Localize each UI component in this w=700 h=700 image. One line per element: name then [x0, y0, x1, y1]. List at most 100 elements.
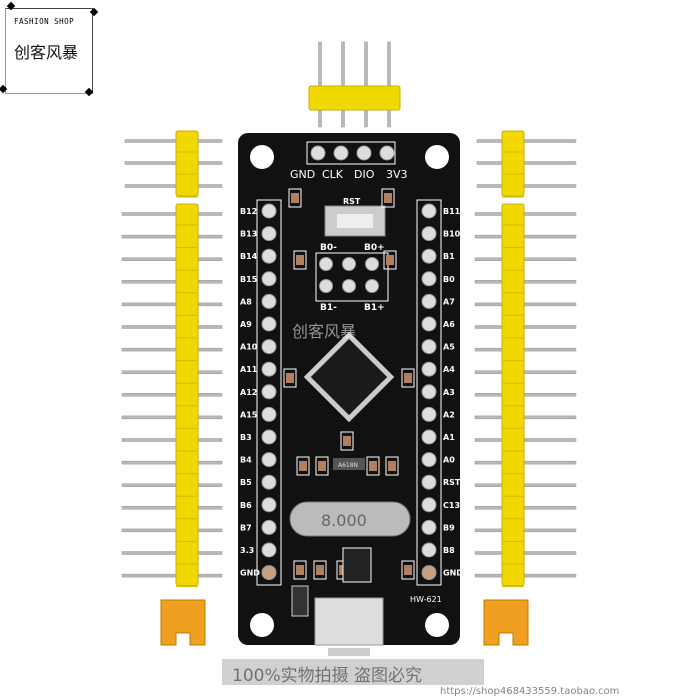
- smd-component: [316, 565, 324, 575]
- left-pin-label: GND: [240, 569, 260, 578]
- header-pin: [474, 393, 577, 397]
- right-pin-label: B9: [443, 523, 455, 532]
- left-pin-label: A12: [240, 388, 257, 397]
- header-pin: [474, 257, 577, 261]
- reset-label: RST: [343, 197, 361, 206]
- right-pin-label: B0: [443, 275, 455, 284]
- left-pin-label: B5: [240, 478, 252, 487]
- right-pin-label: B8: [443, 546, 455, 555]
- smd-outline: [283, 368, 297, 388]
- header-pin: [121, 506, 223, 510]
- smd-outline: [401, 560, 415, 580]
- watermark-band: [222, 659, 484, 685]
- left-pin-label: 3.3: [240, 546, 254, 555]
- left-pin-pad: [261, 497, 277, 513]
- left-pin-label: B12: [240, 207, 257, 216]
- diode: [291, 585, 309, 617]
- pad: [310, 145, 326, 161]
- jumper-cap-left: [160, 599, 206, 646]
- left-pin-label: A8: [240, 297, 252, 306]
- smd-outline: [293, 250, 307, 270]
- left-pin-pad: [261, 248, 277, 264]
- top-header: [308, 85, 401, 111]
- right-pin-label: A7: [443, 297, 455, 306]
- mcu-chip-group: [303, 331, 395, 423]
- boot-jumper-outline: [315, 252, 389, 302]
- right-pin-pad: [421, 452, 437, 468]
- header-pin: [121, 234, 223, 239]
- left-pin-pad: [261, 361, 277, 377]
- pad: [342, 257, 356, 271]
- smd-component: [369, 461, 377, 471]
- reset-button-cap: [337, 214, 373, 228]
- header-pin: [474, 483, 577, 487]
- left-pin-outline: [256, 199, 282, 586]
- right-pin-label: A0: [443, 456, 455, 465]
- top-pad-outline: [306, 141, 396, 165]
- header-pin: [364, 41, 368, 128]
- pad: [319, 279, 333, 293]
- left-pin-pad: [261, 293, 277, 309]
- logo-brand: 创客风暴: [14, 43, 79, 62]
- right-pin-label: B10: [443, 230, 461, 239]
- right-pin-label: A5: [443, 343, 455, 352]
- header-pin: [121, 302, 223, 307]
- mounting-hole: [250, 613, 274, 637]
- left-pin-label: A15: [240, 410, 258, 419]
- right-pin-pad: [421, 226, 437, 242]
- top-header-label: CLK: [322, 168, 344, 181]
- crystal-label: 8.000: [321, 511, 367, 530]
- smd-outline: [385, 456, 399, 476]
- header-pin: [474, 280, 577, 284]
- header-pin: [121, 257, 223, 261]
- regulator: [342, 547, 372, 583]
- right-pin-label: A4: [443, 365, 455, 374]
- smd-component: [343, 436, 351, 446]
- header-pin: [318, 41, 322, 128]
- header-pin: [121, 483, 223, 487]
- right-pin-pad: [421, 519, 437, 535]
- chip-marking: A618N: [338, 462, 358, 469]
- header-pin: [474, 415, 577, 420]
- left-long-header: [175, 203, 199, 587]
- header-pin: [474, 212, 577, 216]
- micro-usb-port: [314, 597, 384, 646]
- left-pin-label: B13: [240, 230, 257, 239]
- left-pin-pad: [261, 519, 277, 535]
- smd-outline: [401, 368, 415, 388]
- header-pin: [121, 528, 223, 533]
- header-pin: [124, 161, 223, 165]
- smd-outline: [383, 250, 397, 270]
- header-pin: [474, 234, 577, 239]
- smd-component: [386, 255, 394, 265]
- header-pin: [341, 41, 345, 128]
- header-pin: [121, 460, 223, 465]
- ldo-chip: [333, 458, 365, 470]
- header-pin: [387, 41, 391, 128]
- header-pin: [474, 325, 577, 329]
- left-pin-pad: [261, 474, 277, 490]
- right-pin-pad: [421, 565, 437, 581]
- smd-component: [384, 193, 392, 203]
- left-pin-pad: [261, 406, 277, 422]
- right-pin-pad: [421, 474, 437, 490]
- smd-component: [318, 461, 326, 471]
- mounting-hole: [425, 145, 449, 169]
- right-pin-label: B1: [443, 252, 455, 261]
- smd-component: [291, 193, 299, 203]
- right-pin-label: C13: [443, 501, 460, 510]
- right-pin-outline: [416, 199, 442, 586]
- right-pin-pad: [421, 542, 437, 558]
- right-pin-pad: [421, 316, 437, 332]
- header-pin: [474, 551, 577, 555]
- left-pin-label: B3: [240, 433, 252, 442]
- header-pin: [474, 573, 577, 578]
- header-pin: [121, 280, 223, 284]
- left-pin-pad: [261, 429, 277, 445]
- left-pin-pad: [261, 316, 277, 332]
- pad: [365, 257, 379, 271]
- left-pin-pad: [261, 203, 277, 219]
- mounting-hole: [250, 145, 274, 169]
- left-pin-label: A9: [240, 320, 252, 329]
